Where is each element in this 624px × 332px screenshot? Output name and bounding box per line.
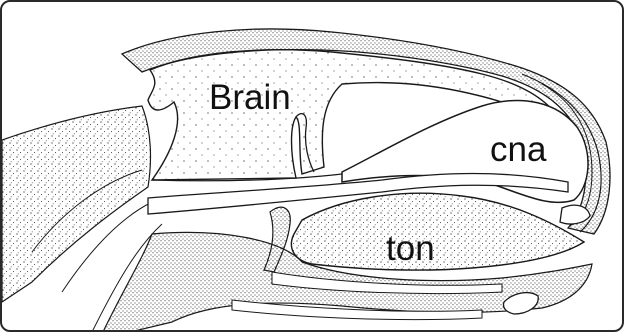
left-tissue-wedge	[2, 106, 150, 302]
ton-label: ton	[386, 231, 435, 266]
brain-label: Brain	[209, 80, 291, 115]
ton-region	[291, 193, 584, 270]
cna-label: cna	[490, 132, 546, 167]
